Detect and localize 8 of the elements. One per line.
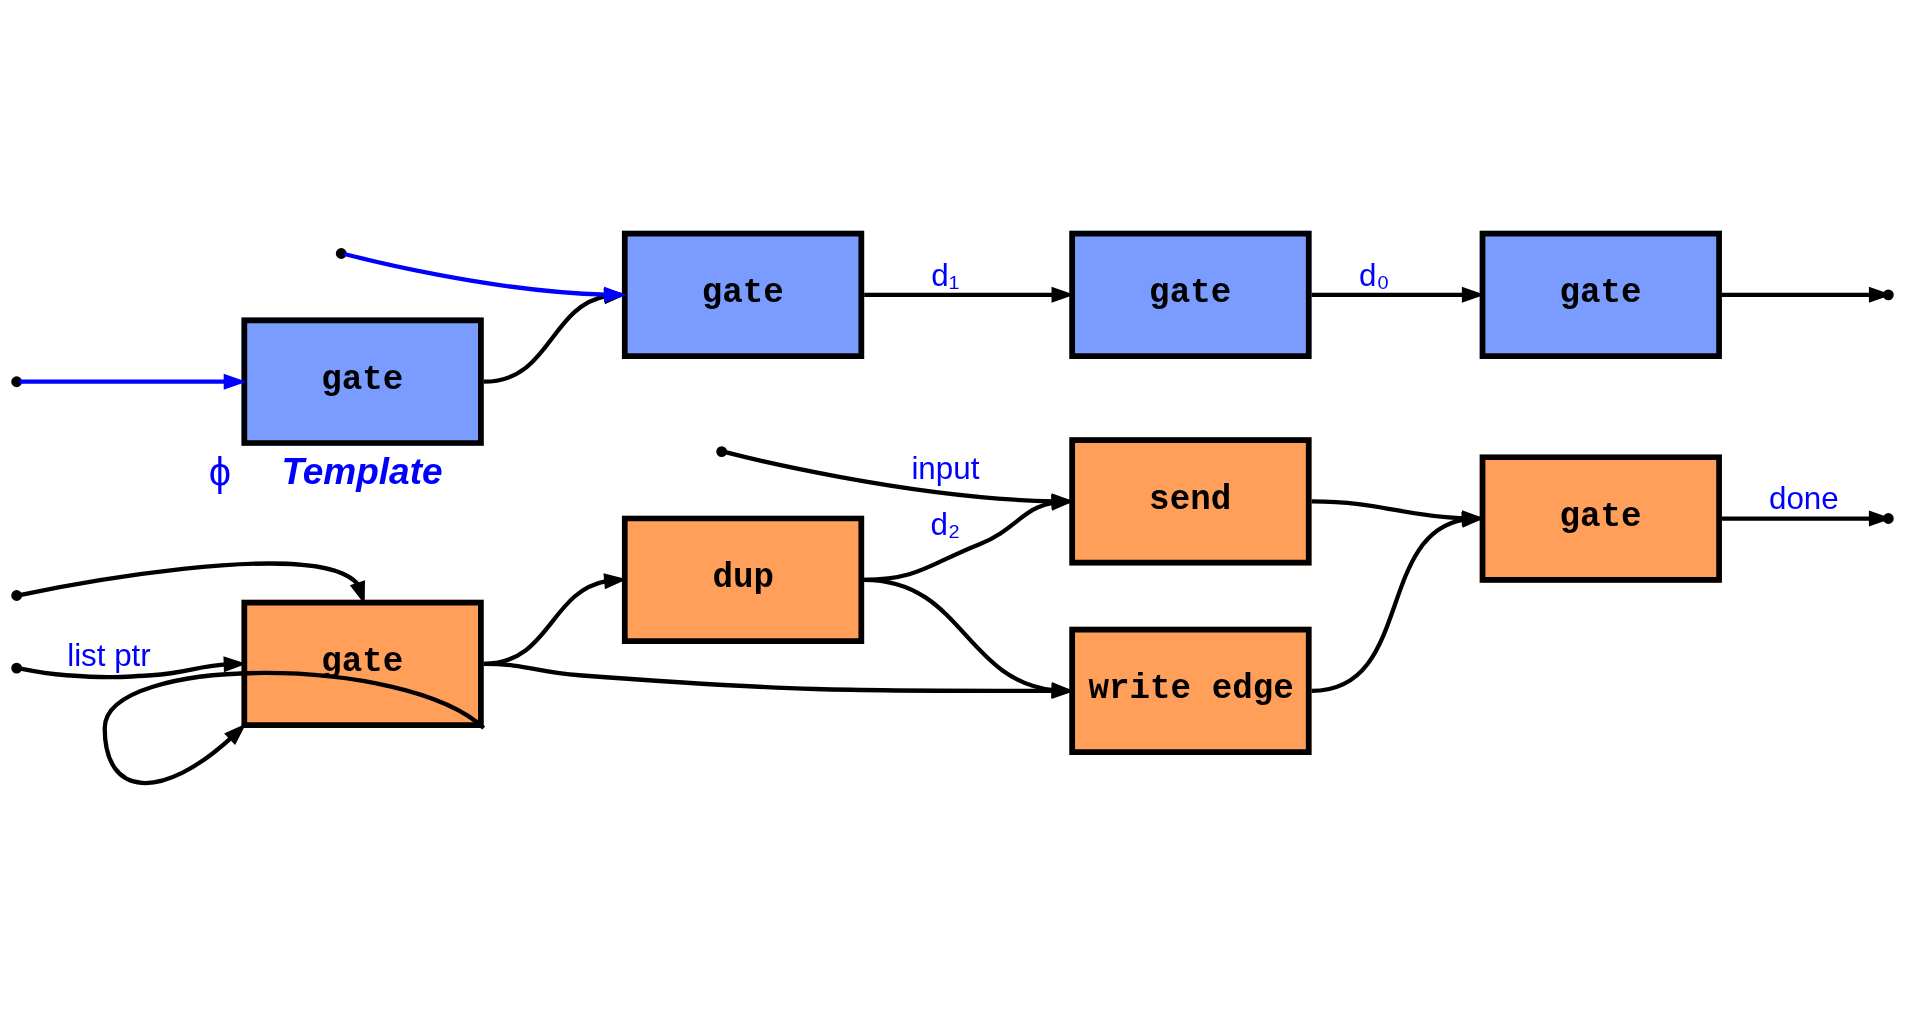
edge-label: list ptr: [67, 638, 151, 674]
node-label: ϕ: [208, 450, 232, 495]
node-label: Template: [281, 450, 443, 493]
edge-label: d₂: [930, 507, 961, 543]
edge-label: d₀: [1359, 257, 1390, 293]
edge-label: d₁: [931, 257, 960, 293]
edge-label: done: [1769, 481, 1839, 517]
edge-label: input: [911, 451, 980, 487]
